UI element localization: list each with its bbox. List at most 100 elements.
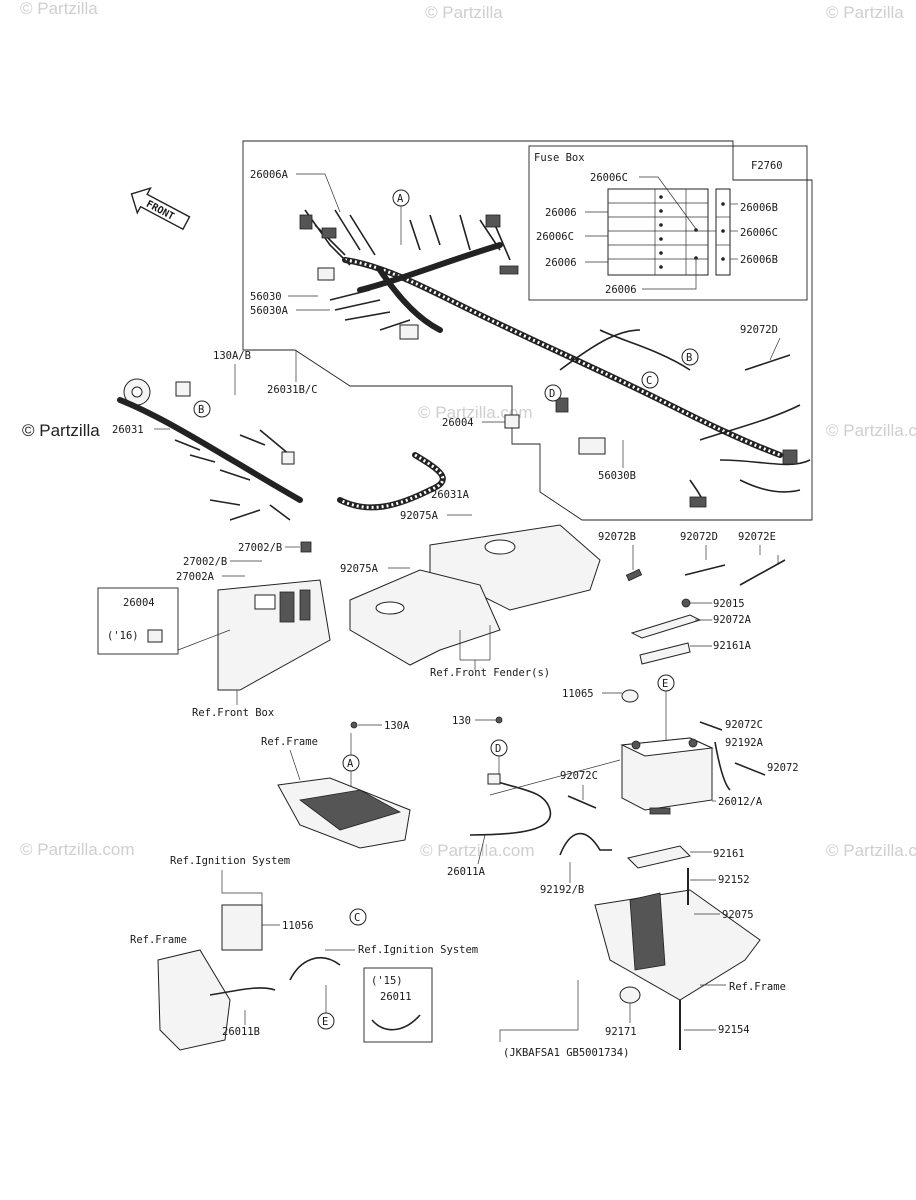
callout-b-left: B [193,400,211,418]
label-92072a: 92072A [713,614,752,626]
leader-front-fender [459,625,491,670]
label-26006a: 26006A [250,169,289,181]
harness-26031a [337,452,446,511]
label-92072c-1: 92072C [725,719,763,731]
label-92075a-2: 92075A [340,563,379,575]
label-92152: 92152 [718,874,750,886]
label-26011b: 26011B [222,1026,260,1038]
callout-e-bottom: E [317,985,335,1030]
fuse-label-26006-4: 26006 [605,284,637,296]
label-130a: 130A [384,720,410,732]
part-26011a-cable [469,779,552,836]
callout-d-mid: D [490,739,508,775]
label-92171: 92171 [605,1026,637,1038]
figure-code: F2760 [751,160,783,172]
main-wiring-harness [299,209,811,508]
fuse-box-title: Fuse Box [534,152,585,164]
part-92072a-plate [630,614,702,639]
label-92161a: 92161A [713,640,752,652]
svg-text:B: B [686,352,692,364]
svg-text:E: E [662,678,668,690]
part-92171 [619,986,641,1004]
part-92072d-tie [744,354,791,371]
svg-text:D: D [495,743,501,755]
label-15: ('15) [371,975,403,987]
svg-text:C: C [354,912,360,924]
watermark: © Partzilla [20,0,98,18]
part-92192a-cable [714,741,731,791]
label-56030b: 56030B [598,470,636,482]
label-26031: 26031 [112,424,144,436]
label-16: ('16) [107,630,139,642]
watermark: © Partzilla [425,3,503,22]
label-ref-front-box: Ref.Front Box [192,707,274,719]
svg-text:E: E [322,1016,328,1028]
part-26011b-cable [209,987,276,996]
part-92161a-pad [639,642,691,665]
label-92072d: 92072D [680,531,718,543]
callout-c-bottom: C [349,908,367,926]
svg-text:A: A [347,758,354,770]
label-92192a: 92192A [725,737,764,749]
callout-c-top: C [641,371,659,389]
callout-a-top: A [392,189,410,245]
label-92192b: 92192/B [540,884,584,896]
part-26011-cable [371,1014,421,1031]
part-ignition-bracket [221,904,263,951]
fuse-label-26006-3: 26006 [545,257,577,269]
fuse-label-26006b-2: 26006B [740,254,778,266]
label-92015: 92015 [713,598,745,610]
fuse-box-block [607,188,731,276]
callout-b-top: B [681,348,699,366]
catalog-code: (JKBAFSA1 GB5001734) [503,1047,629,1059]
label-26004-mid: 26004 [442,417,474,429]
label-130ab: 130A/B [213,350,251,362]
svg-text:C: C [646,375,652,387]
svg-text:A: A [397,193,404,205]
label-56030a: 56030A [250,305,289,317]
front-box-assembly [217,579,331,691]
leader-26006a [296,173,341,213]
front-fender-parts [349,524,601,666]
label-26012a: 26012/A [718,796,763,808]
label-26004-inset: 26004 [123,597,155,609]
svg-text:B: B [198,404,204,416]
fuse-label-26006b-1: 26006B [740,202,778,214]
battery-26012a [620,737,714,815]
callout-e-right: E [657,674,675,740]
part-92072d [684,564,726,576]
label-ref-frame-2: Ref.Frame [130,934,187,946]
label-92072d-top: 92072D [740,324,778,336]
label-27002b-2: 27002/B [183,556,227,568]
fuse-box-frame [528,145,808,301]
label-26031a: 26031A [431,489,470,501]
label-92072e: 92072E [738,531,776,543]
part-11065-cap [621,689,639,703]
front-direction-arrow: FRONT [130,186,191,231]
label-56030: 56030 [250,291,282,303]
front-harness-26031 [117,378,303,521]
part-92072b [625,568,643,582]
label-ref-ignition-2: Ref.Ignition System [358,944,478,956]
inset-26011-box [363,967,433,1043]
label-ref-front-fender: Ref.Front Fender(s) [430,667,550,679]
part-92192b-cable [559,832,612,856]
watermark: © Partzilla.com [418,403,533,422]
fuse-label-26006c-r: 26006C [740,227,778,239]
label-ref-ignition-1: Ref.Ignition System [170,855,290,867]
label-11056: 11056 [282,920,314,932]
label-92075a-1: 92075A [400,510,439,522]
label-ref-frame-3: Ref.Frame [729,981,786,993]
label-92072c-2: 92072C [560,770,598,782]
label-11065: 11065 [562,688,594,700]
part-92072e [739,559,786,586]
frame-section-2 [157,949,231,1051]
label-26031bc: 26031B/C [267,384,318,396]
part-26004-connector [504,414,520,429]
inset-26004-box [97,587,179,655]
watermark: © Partzilla.com [20,840,135,859]
label-130: 130 [452,715,471,727]
fuse-leader-lines [585,176,738,290]
